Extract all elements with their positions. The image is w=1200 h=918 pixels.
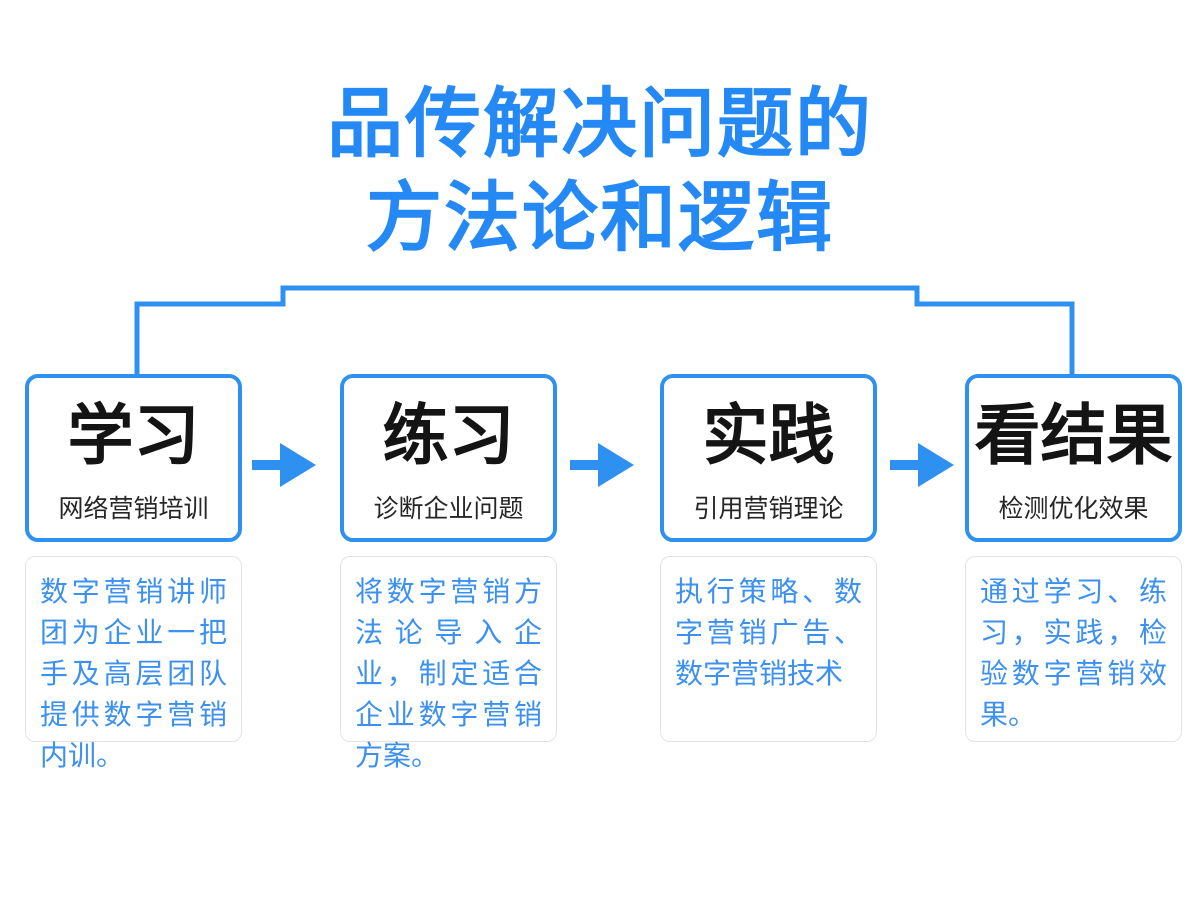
stage-box-4[interactable]: 看结果 检测优化效果 bbox=[965, 374, 1182, 542]
arrow-right-icon-3 bbox=[890, 443, 954, 487]
arrow-right-icon-2 bbox=[570, 443, 634, 487]
description-text-4: 通过学习、练习，实践，检验数字营销效果。 bbox=[980, 576, 1167, 730]
stage-title-2: 练习 bbox=[382, 398, 515, 472]
description-text-2: 将数字营销方法论导入企业，制定适合企业数字营销方案。 bbox=[355, 576, 542, 771]
description-box-1: 数字营销讲师团为企业一把手及高层团队提供数字营销内训。 bbox=[25, 556, 242, 771]
description-box-3: 执行策略、数字营销广告、数字营销技术 bbox=[660, 556, 877, 742]
description-box-4: 通过学习、练习，实践，检验数字营销效果。 bbox=[965, 556, 1182, 742]
bracket-path bbox=[134, 285, 1075, 382]
stage-title-1: 学习 bbox=[67, 398, 200, 472]
stage-subtitle-1: 网络营销培训 bbox=[58, 495, 209, 523]
title-line-2: 方法论和逻辑 bbox=[366, 176, 834, 261]
stage-box-3[interactable]: 实践 引用营销理论 bbox=[660, 374, 877, 542]
stage-title-4: 看结果 bbox=[974, 398, 1173, 472]
description-box-2: 将数字营销方法论导入企业，制定适合企业数字营销方案。 bbox=[340, 556, 557, 771]
description-text-3: 执行策略、数字营销广告、数字营销技术 bbox=[675, 576, 862, 689]
stage-subtitle-4: 检测优化效果 bbox=[998, 495, 1149, 523]
stage-subtitle-3: 引用营销理论 bbox=[693, 495, 844, 523]
stage-title-3: 实践 bbox=[702, 398, 835, 472]
stage-box-1[interactable]: 学习 网络营销培训 bbox=[25, 374, 242, 542]
description-text-1: 数字营销讲师团为企业一把手及高层团队提供数字营销内训。 bbox=[40, 576, 227, 771]
page-title: 品传解决问题的 方法论和逻辑 bbox=[0, 78, 1200, 266]
title-line-1: 品传解决问题的 bbox=[327, 82, 873, 167]
arrow-right-icon-1 bbox=[252, 443, 316, 487]
bracket-connector bbox=[134, 285, 1075, 382]
stage-box-2[interactable]: 练习 诊断企业问题 bbox=[340, 374, 557, 542]
stage-subtitle-2: 诊断企业问题 bbox=[373, 495, 524, 523]
